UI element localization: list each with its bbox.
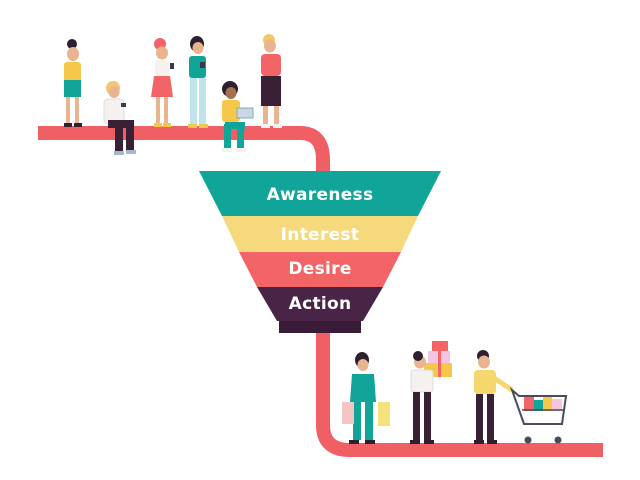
funnel-spout (279, 321, 361, 333)
top-path (38, 126, 330, 175)
person-woman-red-skirt-icon (151, 38, 174, 127)
person-man-gifts-icon (410, 341, 452, 444)
stage-label-desire: Desire (288, 259, 352, 279)
person-woman-shopping-bags-icon (342, 352, 390, 444)
funnel-stage-interest (222, 216, 418, 252)
person-man-sitting-icon (103, 81, 136, 155)
person-man-cart-icon (474, 350, 514, 444)
stage-label-interest: Interest (280, 225, 360, 245)
person-woman-green-top-icon (188, 36, 208, 128)
person-man-thinking-icon (261, 34, 282, 128)
shopping-cart-icon (509, 386, 568, 444)
stage-label-awareness: Awareness (266, 185, 374, 205)
funnel-stage-desire (239, 252, 401, 287)
bottom-path (316, 320, 603, 457)
stage-label-action: Action (288, 294, 352, 314)
person-woman-laptop-icon (222, 81, 254, 152)
person-woman-phone-icon (64, 39, 82, 127)
funnel-stage-awareness (199, 171, 441, 216)
funnel-stage-action (257, 287, 383, 321)
